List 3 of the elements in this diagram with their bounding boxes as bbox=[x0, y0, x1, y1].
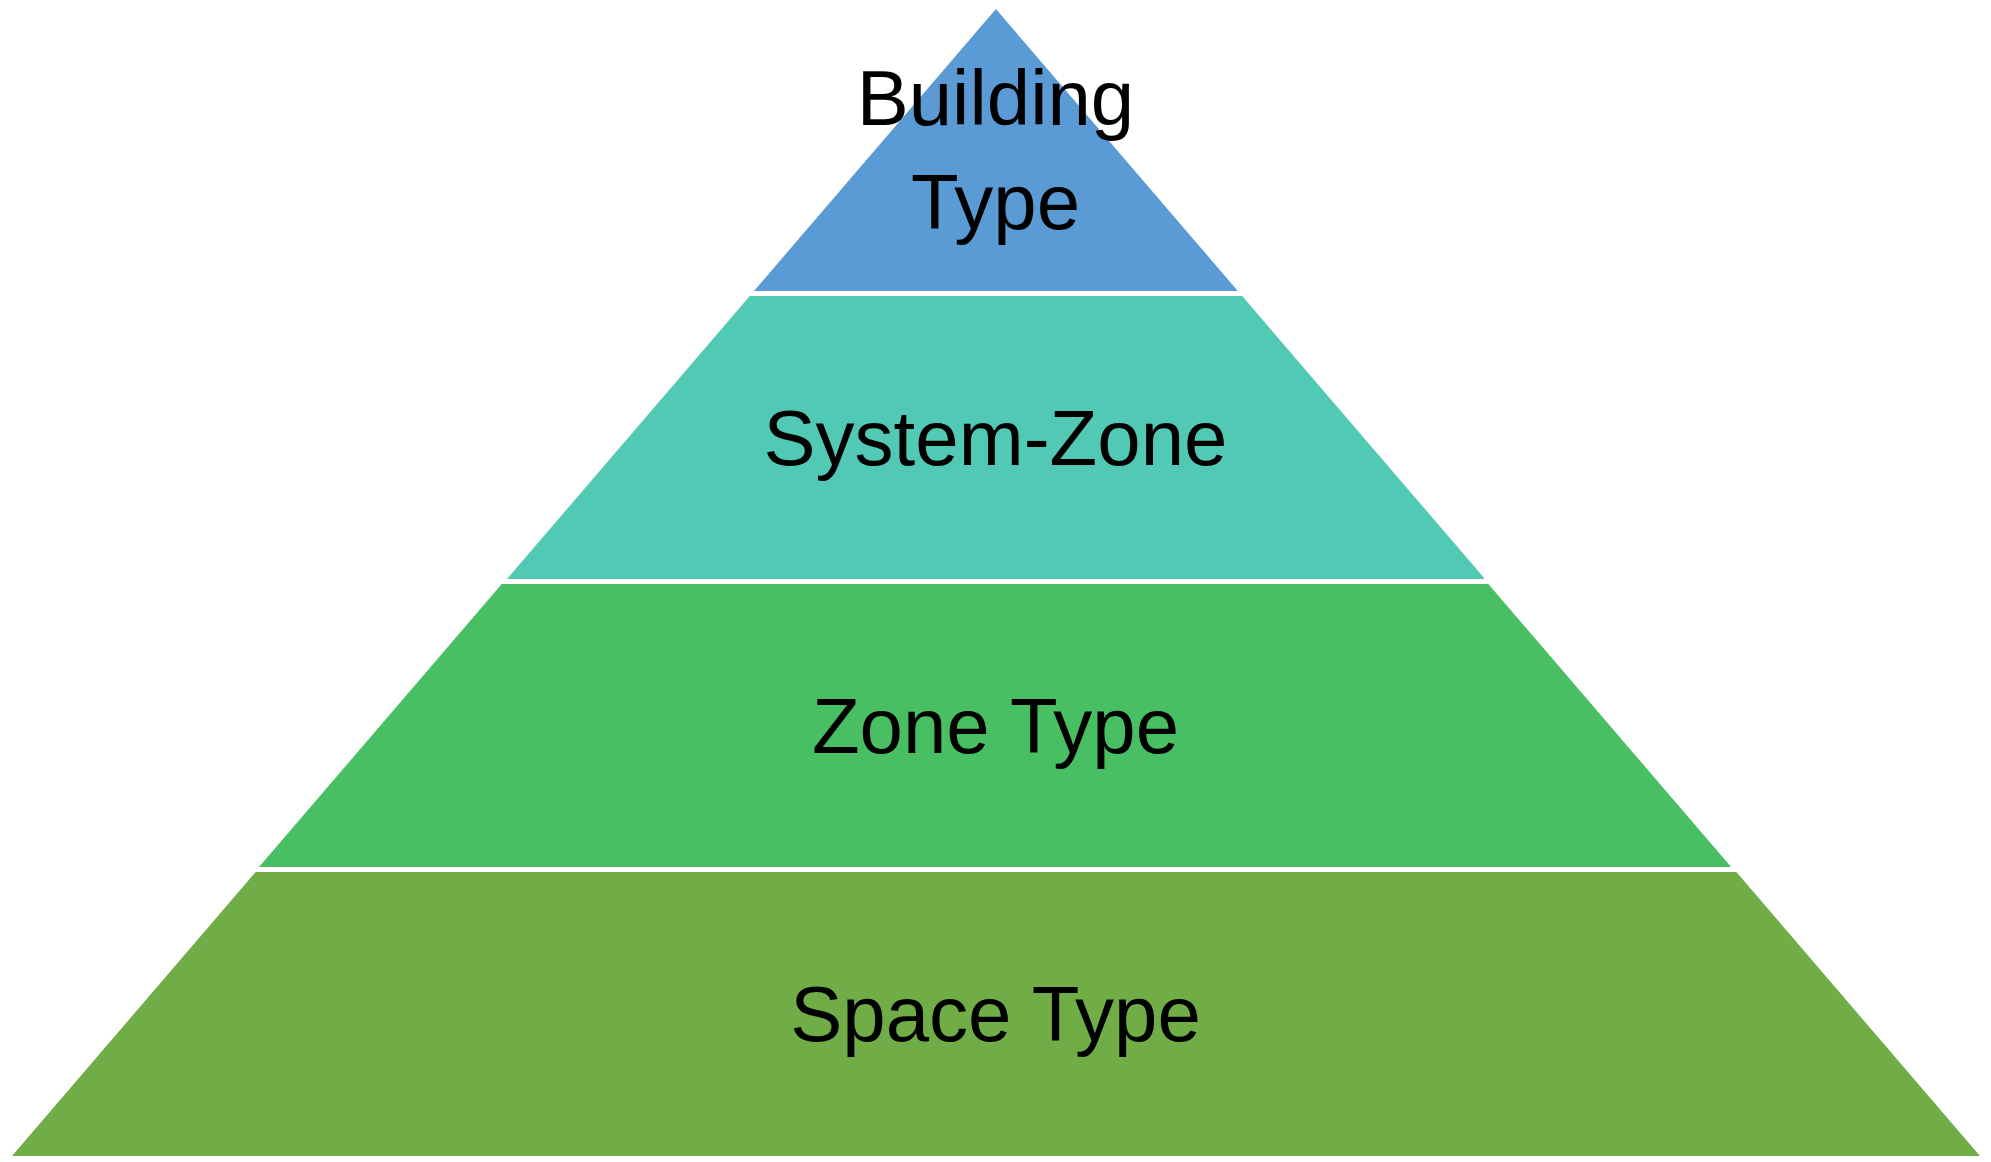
tier-label: Zone Type bbox=[811, 680, 1180, 772]
tier-label: System-Zone bbox=[763, 392, 1228, 484]
tier-label: Space Type bbox=[790, 969, 1201, 1060]
